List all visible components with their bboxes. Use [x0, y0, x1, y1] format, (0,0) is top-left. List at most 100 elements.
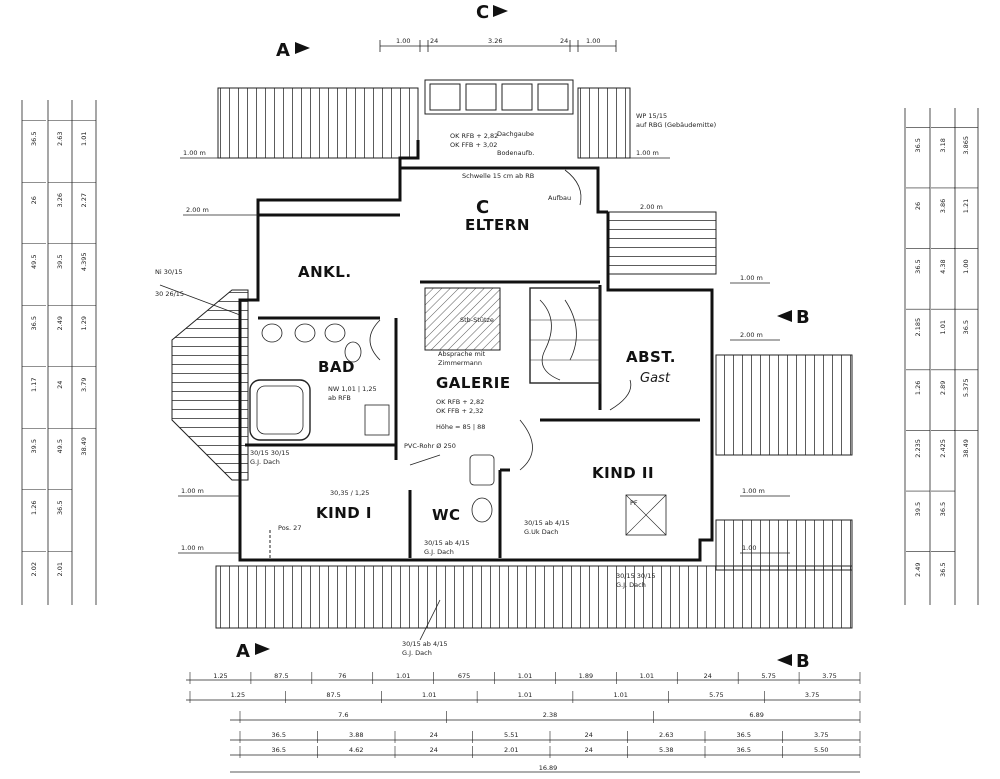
ann-absprache: Absprache mit	[438, 350, 486, 358]
right-dim-label: 3.865	[962, 136, 970, 155]
right-dim-label: 2.235	[914, 439, 922, 458]
level-mark-7: 1.00 m	[181, 487, 204, 495]
bottom-dim-label: 2.01	[504, 746, 518, 754]
level-mark-10: 1.00	[742, 544, 756, 552]
right-dim-label: 36.5	[962, 320, 970, 334]
right-dimensions: 36.52636.52.1851.262.23539.52.493.183.86…	[904, 108, 979, 605]
room-galerie: GALERIE	[436, 374, 511, 392]
bottom-dim-total: 16.89	[539, 764, 558, 772]
ann-pf: PF	[630, 499, 638, 507]
ann-aufbau: Aufbau	[548, 194, 571, 202]
bottom-dim-label: 1.01	[396, 672, 410, 680]
right-dim-label: 2.49	[914, 562, 922, 576]
left-dim-label: 2.02	[30, 562, 38, 576]
bottom-dim-label: 5.51	[504, 731, 518, 739]
details	[249, 169, 667, 560]
right-dim-label: 1.21	[962, 199, 970, 213]
ann-ok-ffb-1: OK FFB + 3,02	[450, 141, 497, 149]
section-c-mid: C	[476, 197, 489, 218]
bottom-dim-label: 3.75	[814, 731, 828, 739]
level-mark-9: 1.00 m	[181, 544, 204, 552]
section-a-bottom: A	[236, 641, 250, 662]
bottom-dim-label: 36.5	[737, 731, 751, 739]
top-dimensions: 1.00 24 3.26 24 1.00	[379, 37, 617, 52]
bottom-dim-label: 675	[458, 672, 470, 680]
bottom-dim-label: 24	[585, 746, 593, 754]
left-dim-label: 2.27	[80, 193, 88, 207]
left-dim-label: 26	[30, 196, 38, 204]
ann-ok-rfb-2: OK RFB + 2,82	[436, 398, 484, 406]
level-mark-1: 1.00 m	[183, 149, 206, 157]
ann-hoehe: Höhe = 85 | 88	[436, 423, 485, 431]
level-mark-2: 1.00 m	[636, 149, 659, 157]
room-eltern: ELTERN	[465, 216, 530, 234]
bottom-dim-label: 1.25	[213, 672, 227, 680]
room-ankl: ANKL.	[298, 263, 352, 281]
bottom-dim-label: 5.38	[659, 746, 673, 754]
bottom-dim-label: 3.75	[805, 691, 819, 699]
bottom-dim-label: 2.38	[543, 711, 557, 719]
bottom-dim-label: 24	[430, 746, 438, 754]
ann-schwelle: Schwelle 15 cm ab RB	[462, 172, 534, 180]
ann-wp2: auf RBG (Gebäudemitte)	[636, 121, 716, 129]
room-kind2: KIND II	[592, 464, 654, 482]
right-dim-label: 36.5	[939, 562, 947, 576]
left-dim-label: 39.5	[30, 439, 38, 453]
level-mark-5: 1.00 m	[740, 274, 763, 282]
section-c-top: C	[476, 2, 489, 23]
right-dim-label: 1.26	[914, 381, 922, 395]
bottom-dim-label: 76	[338, 672, 346, 680]
right-dim-label: 3.18	[939, 138, 947, 152]
room-gast: Gast	[640, 371, 671, 386]
room-abst: ABST.	[626, 348, 676, 366]
level-mark-8: 1.00 m	[742, 487, 765, 495]
left-dim-label: 36.5	[30, 132, 38, 146]
bottom-dim-label: 36.5	[272, 731, 286, 739]
bottom-dim-label: 4.62	[349, 746, 363, 754]
top-dim-1: 1.00	[396, 37, 410, 45]
bottom-dim-label: 6.89	[749, 711, 763, 719]
ann-ab-rfb: ab RFB	[328, 394, 351, 402]
bottom-dim-label: 5.75	[709, 691, 723, 699]
room-wc: WC	[432, 506, 461, 524]
top-dim-5: 1.00	[586, 37, 600, 45]
room-bad: BAD	[318, 358, 355, 376]
ann-pvc: PVC-Rohr Ø 250	[404, 442, 456, 450]
level-mark-6: 2.00 m	[740, 331, 763, 339]
left-dim-label: 2.01	[56, 562, 64, 576]
ann-sparren2: Ni 30/15	[155, 268, 182, 276]
ann-kind2-dach2: G.Uk Dach	[524, 528, 558, 536]
section-b-right: B	[796, 307, 810, 328]
level-mark-3: 2.00 m	[186, 206, 209, 214]
section-b-bottom: B	[796, 651, 810, 672]
bottom-dim-label: 3.88	[349, 731, 363, 739]
right-dim-label: 38.49	[962, 439, 970, 458]
ann-kind1-nw: 30,35 / 1,25	[330, 489, 369, 497]
left-dim-label: 1.01	[80, 132, 88, 146]
room-kind1: KIND I	[316, 504, 372, 522]
bottom-dim-label: 1.01	[613, 691, 627, 699]
walls	[238, 140, 714, 562]
right-dim-label: 2.89	[939, 381, 947, 395]
left-dim-label: 1.29	[80, 316, 88, 330]
bottom-dim-label: 5.50	[814, 746, 828, 754]
bottom-dim-label: 1.25	[231, 691, 245, 699]
left-dimensions: 36.52649.536.51.1739.51.262.022.633.2639…	[21, 100, 97, 605]
bottom-dim-label: 1.01	[640, 672, 654, 680]
ann-bodenaufb: Bodenaufb.	[497, 149, 534, 157]
top-dim-4: 24	[560, 37, 568, 45]
ann-ok-ffb-2: OK FFB + 2,32	[436, 407, 483, 415]
right-dim-label: 2.425	[939, 439, 947, 458]
ann-sparren1: 30/15 30/15	[250, 449, 290, 457]
ann-dachgaube: Dachgaube	[497, 130, 534, 138]
left-dim-label: 1.17	[30, 378, 38, 392]
right-dim-label: 36.5	[939, 502, 947, 516]
bottom-dim-label: 3.75	[822, 672, 836, 680]
ann-kind2-dach: 30/15 ab 4/15	[524, 519, 570, 527]
roof-areas	[171, 79, 853, 629]
right-dim-label: 1.00	[962, 259, 970, 273]
right-dim-label: 1.01	[939, 320, 947, 334]
top-dim-3: 3.26	[488, 37, 502, 45]
ann-sparren-b: 30/15 30/15	[616, 572, 656, 580]
